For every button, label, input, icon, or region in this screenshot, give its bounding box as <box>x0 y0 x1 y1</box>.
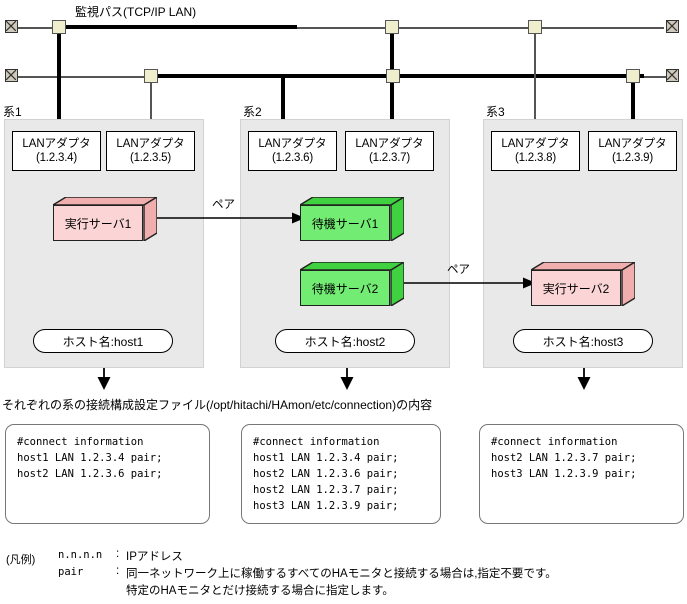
lan-adapter-box: LANアダプタ (1.2.3.7) <box>345 131 434 171</box>
config-file-caption: それぞれの系の接続構成設定ファイル(/opt/hitachi/HAmon/etc… <box>2 398 433 412</box>
pair-arrow-label-2: ペア <box>447 264 470 276</box>
tap-connector-icon <box>144 69 158 83</box>
tap-connector-icon <box>626 69 640 83</box>
hostname-pill: ホスト名:host3 <box>513 329 653 353</box>
lan-adapter-box: LANアダプタ (1.2.3.5) <box>106 131 195 171</box>
config-file-box-2: #connect information host1 LAN 1.2.3.4 p… <box>241 424 441 524</box>
legend-value-0: IPアドレス <box>126 551 183 563</box>
exec-server-label: 実行サーバ1 <box>53 205 143 241</box>
legend-title: (凡例) <box>6 554 36 566</box>
hostname-pill: ホスト名:host2 <box>275 329 415 353</box>
tap-connector-icon <box>386 69 400 83</box>
down-arrow-to-config-3 <box>577 368 591 390</box>
network-path-title: 監視パス(TCP/IP LAN) <box>75 5 197 19</box>
hostname-label: ホスト名:host3 <box>542 334 624 349</box>
config-file-box-1: #connect information host1 LAN 1.2.3.4 p… <box>5 424 210 524</box>
lan-adapter-ip: (1.2.3.8) <box>514 152 557 164</box>
lan-adapter-name: LANアダプタ <box>22 137 91 150</box>
drop-sys3-adapter2 <box>631 77 635 145</box>
legend-value-1: 同一ネットワーク上に稼働するすべてのHAモニタと接続する場合は,指定不要です。 <box>126 568 557 580</box>
lan-adapter-ip: (1.2.3.6) <box>271 152 314 164</box>
drop-sys3-adapter1 <box>534 28 536 145</box>
server-3d-shading <box>53 197 157 241</box>
standby-server-box: 待機サーバ1 <box>300 197 404 241</box>
config-file-box-3: #connect information host2 LAN 1.2.3.7 p… <box>479 424 684 524</box>
upper-bus-thin-right <box>297 27 664 29</box>
down-arrow-to-config-1 <box>97 368 111 390</box>
crossed-box-terminator-icon <box>5 20 18 33</box>
exec-server-box: 実行サーバ1 <box>53 197 157 241</box>
hostname-label: ホスト名:host2 <box>304 334 386 349</box>
legend-value-2: 特定のHAモニタとだけ接続する場合に指定します。 <box>126 585 394 597</box>
legend-sep-0: : <box>116 548 120 560</box>
lan-adapter-name: LANアダプタ <box>258 137 327 150</box>
exec-server-label: 実行サーバ2 <box>531 270 621 306</box>
lower-bus-thin-right <box>644 76 666 78</box>
lan-adapter-box: LANアダプタ (1.2.3.4) <box>12 131 101 171</box>
lan-adapter-ip: (1.2.3.4) <box>35 152 78 164</box>
system-label-1: 系1 <box>3 105 22 119</box>
crossed-box-terminator-icon <box>5 69 18 82</box>
tap-connector-icon <box>528 20 542 34</box>
legend-sep-1: : <box>116 565 120 577</box>
lan-adapter-box: LANアダプタ (1.2.3.9) <box>588 131 677 171</box>
crossed-box-terminator-icon <box>666 69 679 82</box>
hostname-pill: ホスト名:host1 <box>33 329 173 353</box>
lan-adapter-name: LANアダプタ <box>598 137 667 150</box>
pair-arrow-2 <box>391 277 536 289</box>
pair-arrow-1 <box>143 212 305 224</box>
legend-key-0: n.n.n.n <box>58 549 103 561</box>
crossed-box-terminator-icon <box>666 20 679 33</box>
lan-adapter-ip: (1.2.3.9) <box>611 152 654 164</box>
pair-arrow-label-1: ペア <box>212 199 235 211</box>
lan-adapter-name: LANアダプタ <box>355 137 424 150</box>
tap-connector-icon <box>52 20 66 34</box>
exec-server-box: 実行サーバ2 <box>531 262 635 306</box>
down-arrow-to-config-2 <box>340 368 354 390</box>
drop-sys1-adapter1 <box>57 28 61 145</box>
standby-server-box: 待機サーバ2 <box>300 262 404 306</box>
upper-bus-thick <box>54 25 297 29</box>
standby-server-label: 待機サーバ2 <box>300 270 390 306</box>
drop-sys2-adapter1 <box>281 77 285 145</box>
system-label-2: 系2 <box>243 105 262 119</box>
lan-adapter-ip: (1.2.3.7) <box>368 152 411 164</box>
lan-adapter-name: LANアダプタ <box>501 137 570 150</box>
lan-adapter-box: LANアダプタ (1.2.3.6) <box>248 131 337 171</box>
hostname-label: ホスト名:host1 <box>62 334 144 349</box>
drop-sys2-adapter2 <box>390 28 394 145</box>
drop-sys1-adapter2 <box>150 77 152 145</box>
tap-connector-icon <box>385 20 399 34</box>
lan-adapter-ip: (1.2.3.5) <box>129 152 172 164</box>
system-label-3: 系3 <box>486 105 505 119</box>
lan-adapter-box: LANアダプタ (1.2.3.8) <box>491 131 580 171</box>
legend-key-1: pair <box>58 566 84 578</box>
server-3d-shading <box>300 197 404 241</box>
upper-bus-thin-left <box>18 27 54 29</box>
lan-adapter-name: LANアダプタ <box>116 137 185 150</box>
standby-server-label: 待機サーバ1 <box>300 205 390 241</box>
lower-bus-thin-left <box>18 76 144 78</box>
